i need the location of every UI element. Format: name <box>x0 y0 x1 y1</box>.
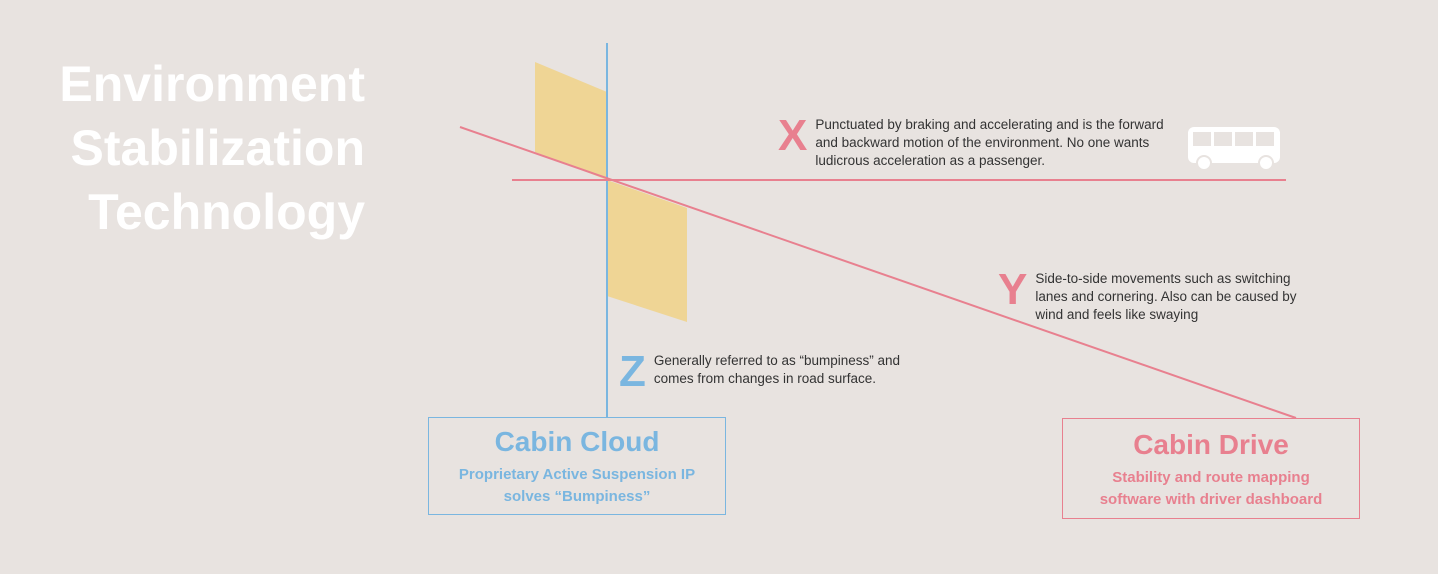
z-description: Generally referred to as “bumpiness” and… <box>653 353 901 386</box>
cabin-cloud-description: Proprietary Active Suspension IP solves … <box>458 466 696 505</box>
y-letter: Y <box>998 265 1028 314</box>
cabin-drive-description: Stability and route mapping software wit… <box>1099 469 1323 508</box>
title-line: Stabilization <box>70 120 365 176</box>
cabin-cloud-title: Cabin Cloud <box>494 426 660 457</box>
x-description: Punctuated by braking and accelerating a… <box>815 117 1164 168</box>
title-line: Environment <box>59 56 365 112</box>
cabin-drive-card: Cabin Drive Stability and route mapping … <box>1062 418 1360 519</box>
cabin-cloud-card: Cabin Cloud Proprietary Active Suspensio… <box>428 417 726 515</box>
x-letter: X <box>778 111 808 160</box>
z-letter: Z <box>619 347 646 396</box>
title-line: Technology <box>88 184 365 240</box>
y-description: Side-to-side movements such as switching… <box>1035 271 1297 322</box>
bus-icon <box>1188 127 1280 171</box>
y-axis-line <box>459 126 1297 419</box>
x-axis-annotation: X Punctuated by braking and accelerating… <box>778 111 1165 170</box>
cabin-drive-title: Cabin Drive <box>1133 429 1289 460</box>
lower-plane <box>607 180 687 322</box>
page-title: Environment Stabilization Technology <box>59 52 365 244</box>
z-axis-annotation: Z Generally referred to as “bumpiness” a… <box>619 347 924 396</box>
upper-plane <box>535 62 607 180</box>
y-axis-annotation: Y Side-to-side movements such as switchi… <box>998 265 1315 324</box>
